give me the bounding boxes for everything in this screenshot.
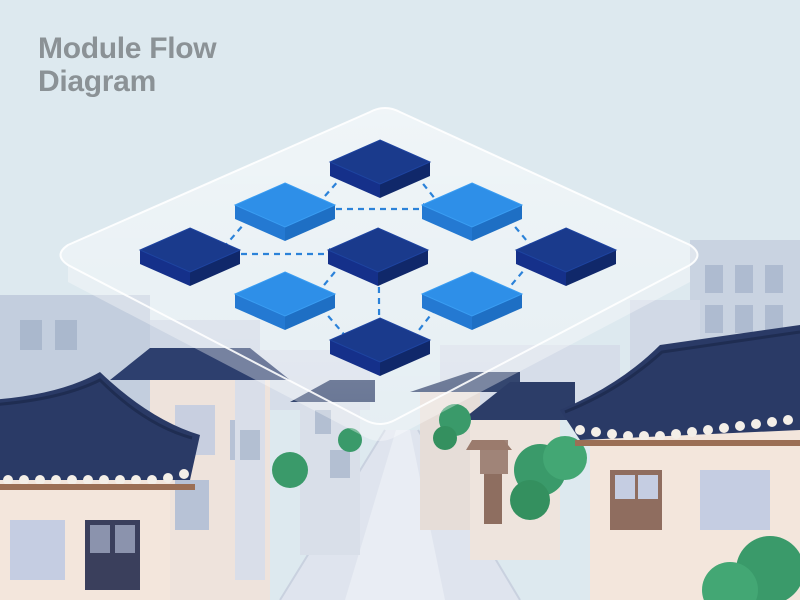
title-line-2: Diagram [38, 65, 156, 98]
node-top [328, 139, 432, 198]
node-right [514, 227, 618, 286]
node-lower-left [233, 271, 337, 330]
node-center [326, 227, 430, 286]
node-bottom [328, 317, 432, 376]
hanok-right [560, 325, 800, 600]
node-upper-left [233, 182, 337, 241]
node-upper-right [420, 182, 524, 241]
page-title: Module Flow Diagram [38, 32, 217, 98]
hanok-left [0, 372, 200, 600]
left-houses [110, 348, 290, 600]
title-line-1: Module Flow [38, 32, 217, 65]
module-layer [138, 139, 618, 376]
node-left [138, 227, 242, 286]
node-lower-right [420, 271, 524, 330]
